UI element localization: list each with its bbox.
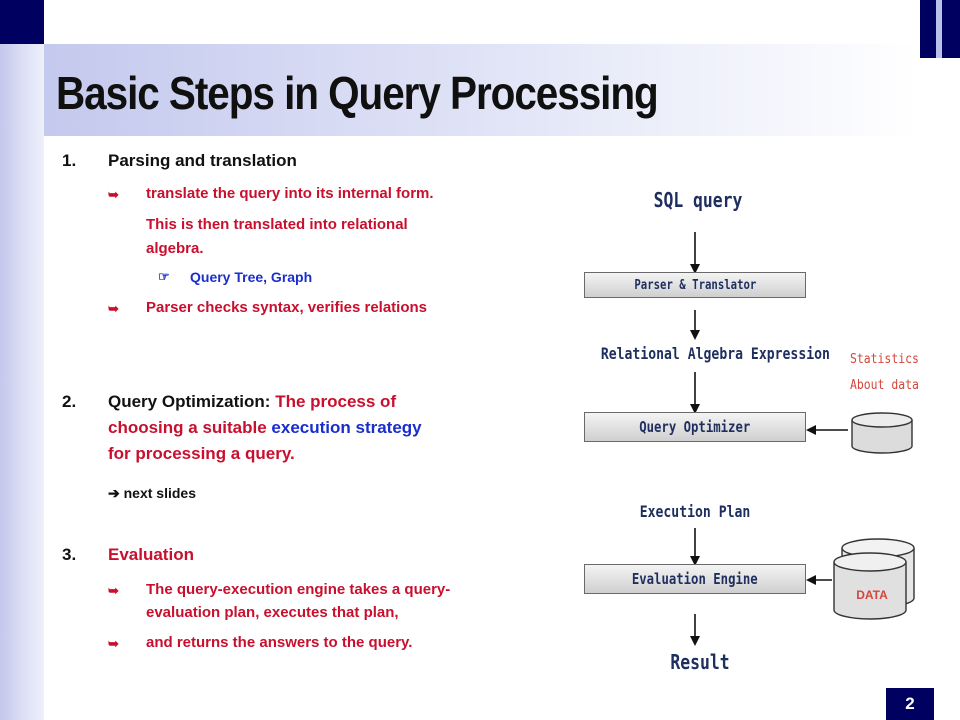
- step-2-note: ➔ next slides: [108, 485, 196, 501]
- step-3-line-2: evaluation plan, executes that plan,: [146, 604, 399, 621]
- data-database-icon: [833, 538, 915, 620]
- step-2-heading-line-2: choosing a suitable execution strategy: [108, 418, 422, 437]
- query-optimizer-box: Query Optimizer: [584, 412, 806, 442]
- data-label: DATA: [856, 588, 888, 602]
- step-2-number: 2.: [62, 392, 77, 411]
- slide-title: Basic Steps in Query Processing: [56, 67, 659, 119]
- execution-plan-label: Execution Plan: [639, 502, 751, 521]
- curved-arrow-bullet-icon: ➥: [108, 187, 119, 202]
- top-left-navy-block: [0, 0, 44, 44]
- parser-translator-box: Parser & Translator: [584, 272, 806, 298]
- relational-algebra-expression-label: Relational Algebra Expression: [600, 344, 830, 363]
- step-3-line-3: and returns the answers to the query.: [146, 634, 413, 651]
- step-1-line-3: algebra.: [146, 240, 204, 257]
- curved-arrow-bullet-icon: ➥: [108, 583, 119, 598]
- step-3-heading: Evaluation: [108, 545, 194, 564]
- curved-arrow-bullet-icon: ➥: [108, 301, 119, 316]
- left-accent-bar: [0, 0, 44, 720]
- step-1-subpoint: Query Tree, Graph: [190, 269, 313, 285]
- step-3-line-1: The query-execution engine takes a query…: [146, 581, 451, 598]
- step-1-line-1: translate the query into its internal fo…: [146, 185, 434, 202]
- statistics-label: Statistics: [850, 352, 919, 367]
- statistics-database-icon: [851, 412, 913, 454]
- pointing-hand-icon: ☞: [158, 269, 170, 284]
- step-3-number: 3.: [62, 545, 77, 564]
- page-number: 2: [886, 688, 934, 720]
- result-label: Result: [670, 650, 730, 674]
- step-1-line-5: Parser checks syntax, verifies relations: [146, 299, 428, 316]
- step-1-line-2: This is then translated into relational: [146, 216, 408, 233]
- curved-arrow-bullet-icon: ➥: [108, 636, 119, 651]
- step-2-heading: Query Optimization: The process of: [108, 392, 397, 411]
- step-2-heading-line-3: for processing a query.: [108, 444, 295, 463]
- right-arrow-icon: ➔: [108, 485, 120, 501]
- evaluation-engine-box: Evaluation Engine: [584, 564, 806, 594]
- title-band: [44, 44, 920, 136]
- step-1-heading: Parsing and translation: [108, 151, 297, 170]
- step-1-number: 1.: [62, 151, 77, 170]
- about-data-label: About data: [850, 378, 919, 393]
- sql-query-label: SQL query: [653, 188, 743, 212]
- top-right-navy-block: [920, 0, 960, 58]
